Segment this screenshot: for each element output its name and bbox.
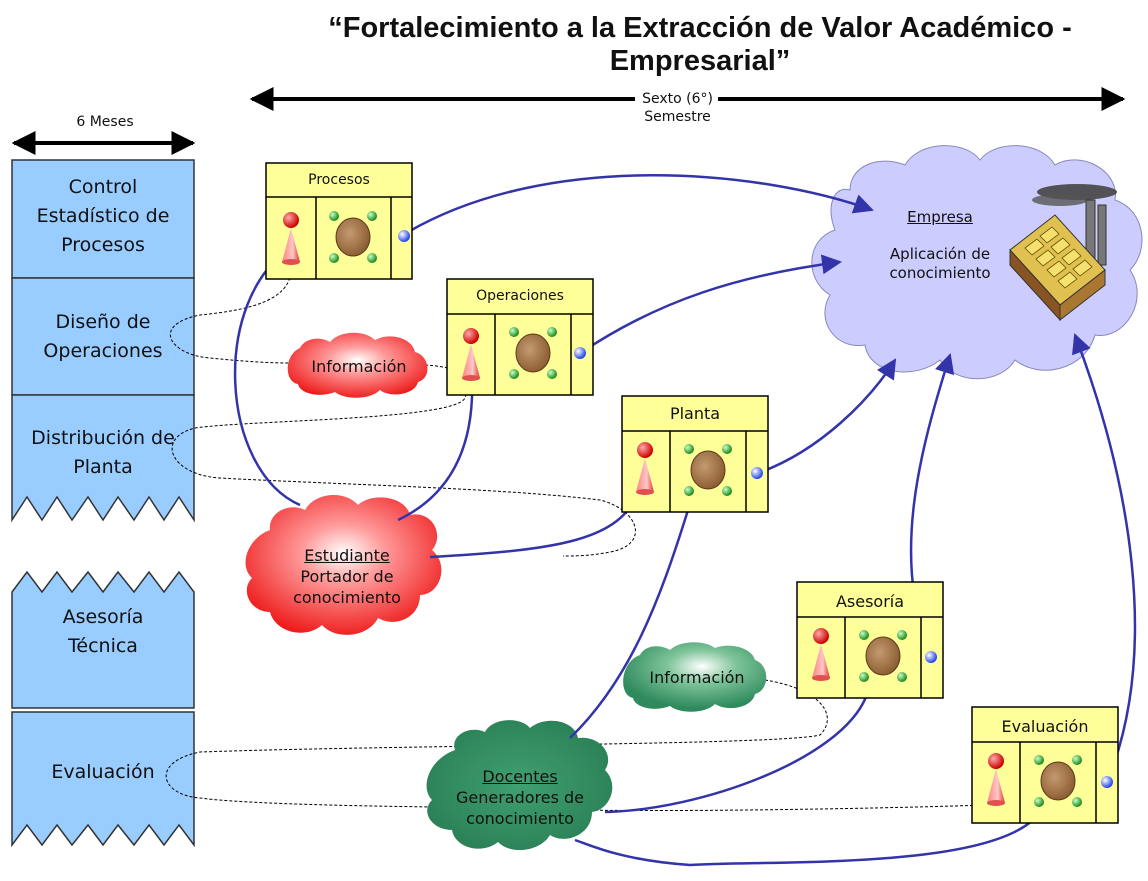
stage-evaluacion [11, 711, 195, 848]
info-green-text: Información [649, 668, 745, 687]
page-title: “Fortalecimiento a la Extracción de Valo… [328, 12, 1072, 77]
box-title-procesos: Procesos [308, 172, 370, 188]
docentes-text: Docentes Generadores de conocimiento [440, 766, 600, 829]
info-green-cloud [623, 642, 767, 712]
blue-links [233, 174, 1137, 867]
person-icon-operaciones [462, 328, 480, 381]
semester-label-line1: Sexto (6°) [642, 91, 713, 107]
semester-label: Sexto (6°) Semestre [640, 90, 715, 126]
stage-control-estadistico [11, 159, 195, 279]
info-red-text: Información [311, 357, 407, 376]
estudiante-subtitle-1: Portador de [300, 567, 394, 586]
box-title-asesoria: Asesoría [835, 592, 905, 611]
stage-label-evaluacion: Evaluación [51, 761, 155, 783]
docentes-subtitle-1: Generadores de [455, 788, 585, 807]
box-title-operaciones: Operaciones [476, 288, 564, 304]
connector-dot-procesos [398, 230, 410, 242]
stage-distribucion-planta [11, 394, 195, 523]
six-months-label: 6 Meses [76, 114, 134, 130]
empresa-text: Empresa Aplicación de conocimiento [860, 208, 1020, 283]
stage-diseno-operaciones [11, 277, 195, 396]
person-icon-planta [636, 442, 654, 495]
meeting-table-icon-asesoria [859, 630, 907, 682]
estudiante-text: Estudiante Portador de conocimiento [262, 545, 432, 608]
stage-label-diseno: Diseño de Operaciones [43, 311, 163, 362]
factory-icon [1009, 184, 1117, 322]
person-icon-procesos [282, 212, 300, 265]
stage-label-asesoria: Asesoría Técnica [62, 606, 144, 657]
empresa-title: Empresa [907, 208, 973, 226]
empresa-subtitle-2: conocimiento [889, 264, 991, 282]
connector-dot-asesoria [925, 651, 937, 663]
meeting-table-icon-procesos [329, 211, 377, 263]
stage-asesoria-tecnica [11, 570, 195, 709]
docentes-title: Docentes [482, 767, 558, 786]
meeting-table-icon-evaluacion [1034, 755, 1082, 807]
estudiante-title: Estudiante [304, 546, 390, 565]
connector-dot-evaluacion [1101, 776, 1113, 788]
meeting-table-icon-planta [684, 444, 732, 496]
docentes-subtitle-2: conocimiento [466, 809, 574, 828]
info-red-cloud [287, 332, 428, 398]
person-icon-asesoria [812, 628, 830, 681]
person-icon-evaluacion [987, 753, 1005, 806]
meeting-table-icon-operaciones [509, 327, 557, 379]
connector-dot-operaciones [574, 347, 586, 359]
stage-label-distribucion: Distribución de Planta [31, 427, 175, 478]
connector-dot-planta [751, 467, 763, 479]
estudiante-cloud [245, 494, 442, 635]
empresa-subtitle-1: Aplicación de [889, 245, 991, 263]
semester-label-line2: Semestre [644, 109, 711, 125]
docentes-cloud [426, 720, 613, 851]
stage-label-control: Control Estadístico de Procesos [36, 176, 170, 256]
box-title-evaluacion: Evaluación [1001, 717, 1089, 736]
box-title-planta: Planta [669, 404, 721, 423]
estudiante-subtitle-2: conocimiento [293, 588, 401, 607]
